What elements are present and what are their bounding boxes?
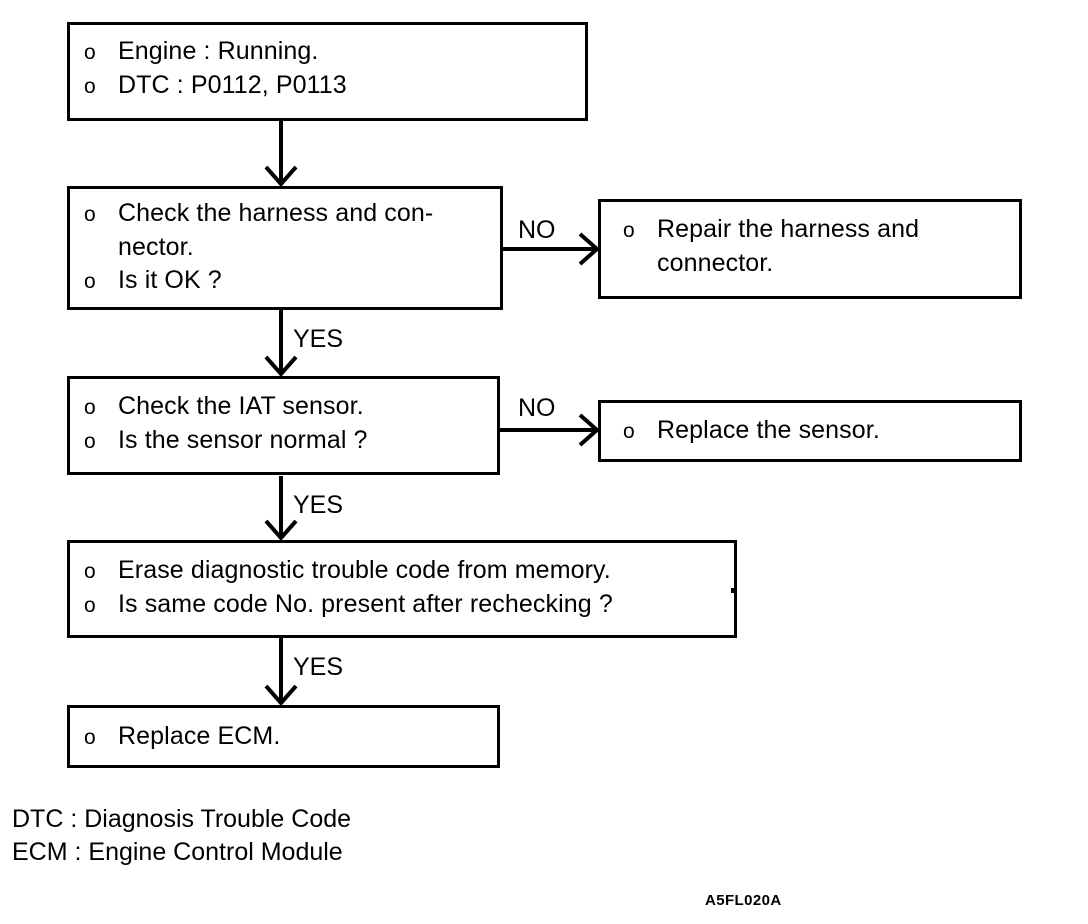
node-text: Is the sensor normal ?: [118, 426, 368, 454]
bullet-icon: o: [84, 270, 96, 293]
edge-label-yes-1: YES: [293, 325, 344, 353]
bullet-icon: o: [84, 726, 96, 749]
node-line: connector.: [623, 247, 1015, 280]
node-line: o Replace the sensor.: [623, 414, 1015, 448]
bullet-icon: o: [84, 203, 96, 226]
bullet-icon: o: [84, 75, 96, 98]
node-text: DTC : P0112, P0113: [118, 71, 347, 99]
node-line: o Replace ECM.: [84, 720, 493, 754]
bullet-icon: o: [623, 420, 635, 443]
arrowhead-down-2: [264, 355, 298, 378]
bullet-icon: o: [84, 594, 96, 617]
bullet-icon: o: [84, 41, 96, 64]
node-erase-code[interactable]: o Erase diagnostic trouble code from mem…: [67, 540, 737, 638]
node-line: o DTC : P0112, P0113: [84, 69, 581, 103]
bullet-icon: o: [84, 430, 96, 453]
bullet-icon: o: [623, 219, 635, 242]
node-text: Is it OK ?: [118, 266, 222, 294]
arrowhead-down-3: [264, 519, 298, 542]
node-replace-ecm[interactable]: o Replace ECM.: [67, 705, 500, 768]
node-line: o Is the sensor normal ?: [84, 424, 493, 458]
node-text: Check the harness and con-: [118, 199, 434, 227]
node-check-harness[interactable]: o Check the harness and con- nector. o I…: [67, 186, 503, 310]
node-line: o Check the harness and con-: [84, 197, 496, 231]
edge-label-no-1: NO: [518, 216, 556, 244]
edge-label-yes-2: YES: [293, 491, 344, 519]
node-text: Is same code No. present after recheckin…: [118, 590, 613, 618]
arrowhead-right-1: [578, 232, 601, 266]
arrowhead-down-4: [264, 684, 298, 707]
node-repair-harness[interactable]: o Repair the harness and connector.: [598, 199, 1022, 299]
node-line: o Erase diagnostic trouble code from mem…: [84, 554, 730, 588]
node-line: o Check the IAT sensor.: [84, 390, 493, 424]
node-replace-sensor[interactable]: o Replace the sensor.: [598, 400, 1022, 462]
arrowhead-right-2: [578, 413, 601, 447]
legend-dtc: DTC : Diagnosis Trouble Code: [12, 805, 352, 833]
edge-label-yes-3: YES: [293, 653, 344, 681]
edge-label-no-2: NO: [518, 394, 556, 422]
legend-ecm: ECM : Engine Control Module: [12, 838, 343, 866]
node-text: Engine : Running.: [118, 37, 319, 65]
node-text: nector.: [118, 233, 194, 261]
node-text: Erase diagnostic trouble code from memor…: [118, 556, 611, 584]
node-line: o Repair the harness and: [623, 213, 1015, 247]
figure-id: A5FL020A: [705, 892, 782, 909]
bullet-icon: o: [84, 396, 96, 419]
bullet-icon: o: [84, 560, 96, 583]
node-text: connector.: [657, 249, 774, 277]
node-line: o Is same code No. present after recheck…: [84, 588, 730, 622]
node-check-iat-sensor[interactable]: o Check the IAT sensor. o Is the sensor …: [67, 376, 500, 475]
node-line: o Engine : Running.: [84, 35, 581, 69]
node-line: o Is it OK ?: [84, 264, 496, 298]
scan-artifact-speck: [731, 588, 735, 593]
node-preconditions[interactable]: o Engine : Running. o DTC : P0112, P0113: [67, 22, 588, 121]
arrowhead-down-1: [264, 165, 298, 188]
node-text: Replace the sensor.: [657, 416, 880, 444]
node-text: Repair the harness and: [657, 215, 920, 243]
node-text: Check the IAT sensor.: [118, 392, 364, 420]
node-line: nector.: [84, 231, 496, 264]
node-text: Replace ECM.: [118, 722, 281, 750]
